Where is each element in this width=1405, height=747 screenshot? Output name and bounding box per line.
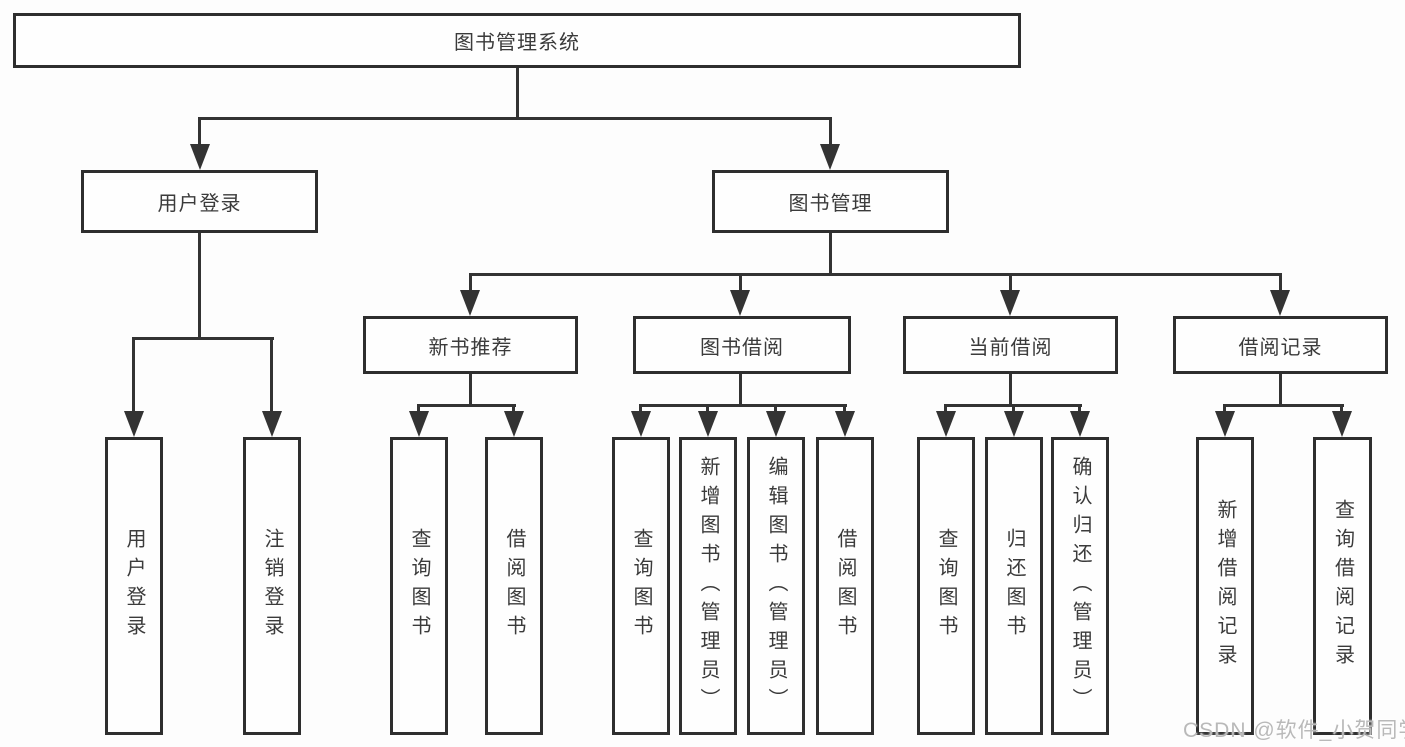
connector-line	[469, 273, 1282, 276]
arrow-down-icon	[766, 411, 786, 437]
node-label: 归还图书	[1003, 528, 1025, 644]
node-label: 图书借阅	[700, 336, 784, 359]
connector-line	[512, 404, 515, 412]
arrow-down-icon	[1332, 411, 1352, 437]
arrow-down-icon	[1004, 411, 1024, 437]
node-label: 新增图书（管理员）	[697, 455, 719, 717]
connector-line	[706, 404, 709, 412]
node-label: 查询图书	[408, 528, 430, 644]
leaf-logout: 注销登录	[243, 437, 301, 735]
leaf-user-login: 用户登录	[105, 437, 163, 735]
connector-line	[843, 404, 846, 412]
connector-line	[132, 337, 274, 340]
node-label: 用户登录	[157, 193, 242, 215]
connector-line	[1009, 273, 1012, 291]
connector-line	[198, 233, 201, 337]
csdn-watermark: CSDN @软件_小贺同学	[1183, 719, 1405, 742]
connector-line	[944, 404, 947, 412]
leaf-borrow-edit-book-admin: 编辑图书（管理员）	[747, 437, 805, 735]
node-label: 新书推荐	[428, 336, 513, 359]
connector-line	[739, 374, 742, 405]
connector-line	[1224, 404, 1344, 407]
connector-line	[739, 273, 742, 291]
connector-line	[639, 404, 642, 412]
connector-line	[774, 404, 777, 412]
connector-line	[829, 233, 832, 275]
arrow-down-icon	[698, 411, 718, 437]
node-label: 借阅图书	[503, 528, 525, 644]
arrow-down-icon	[820, 144, 840, 170]
node-label: 查询借阅记录	[1331, 499, 1354, 673]
connector-line	[132, 337, 135, 411]
node-new-book-recommend: 新书推荐	[363, 316, 578, 374]
connector-line	[198, 117, 201, 145]
connector-line	[469, 374, 472, 405]
connector-line	[1009, 374, 1012, 405]
leaf-current-confirm-return-admin: 确认归还（管理员）	[1051, 437, 1109, 735]
node-book-management: 图书管理	[712, 170, 949, 233]
node-user-login: 用户登录	[81, 170, 318, 233]
connector-line	[1078, 404, 1081, 412]
connector-line	[516, 68, 519, 118]
node-book-borrow: 图书借阅	[633, 316, 851, 374]
connector-line	[640, 404, 847, 407]
connector-line	[1279, 273, 1282, 291]
node-label: 编辑图书（管理员）	[765, 455, 787, 717]
arrow-down-icon	[835, 411, 855, 437]
arrow-down-icon	[1270, 290, 1290, 316]
leaf-recommend-query-book: 查询图书	[390, 437, 448, 735]
node-label: 借阅图书	[834, 528, 856, 644]
node-borrow-records: 借阅记录	[1173, 316, 1388, 374]
arrow-down-icon	[1070, 411, 1090, 437]
arrow-down-icon	[409, 411, 429, 437]
arrow-down-icon	[1215, 411, 1235, 437]
leaf-borrow-borrow-book: 借阅图书	[816, 437, 874, 735]
arrow-down-icon	[190, 144, 210, 170]
connector-line	[270, 337, 273, 411]
arrow-down-icon	[504, 411, 524, 437]
arrow-down-icon	[1000, 290, 1020, 316]
node-label: 借阅记录	[1238, 336, 1323, 359]
leaf-current-query-book: 查询图书	[917, 437, 975, 735]
node-label: 用户登录	[123, 528, 145, 644]
arrow-down-icon	[262, 411, 282, 437]
node-library-system: 图书管理系统	[13, 13, 1021, 68]
connector-line	[417, 404, 420, 412]
leaf-borrow-query-book: 查询图书	[612, 437, 670, 735]
arrow-down-icon	[730, 290, 750, 316]
node-label: 图书管理	[788, 193, 873, 215]
leaf-current-return-book: 归还图书	[985, 437, 1043, 735]
connector-line	[198, 117, 832, 120]
arrow-down-icon	[460, 290, 480, 316]
leaf-recommend-borrow-book: 借阅图书	[485, 437, 543, 735]
arrow-down-icon	[631, 411, 651, 437]
arrow-down-icon	[936, 411, 956, 437]
node-label: 当前借阅	[968, 336, 1053, 359]
leaf-records-add-record: 新增借阅记录	[1196, 437, 1254, 735]
connector-line	[1340, 404, 1343, 412]
node-label: 注销登录	[261, 528, 283, 644]
arrow-down-icon	[124, 411, 144, 437]
connector-line	[1012, 404, 1015, 412]
node-label: 确认归还（管理员）	[1069, 455, 1091, 717]
leaf-records-query-record: 查询借阅记录	[1313, 437, 1372, 735]
connector-line	[418, 404, 516, 407]
connector-line	[1223, 404, 1226, 412]
node-label: 查询图书	[935, 528, 957, 644]
node-label: 查询图书	[630, 528, 652, 644]
leaf-borrow-add-book-admin: 新增图书（管理员）	[679, 437, 737, 735]
connector-line	[829, 117, 832, 145]
node-label: 图书管理系统	[454, 32, 580, 54]
node-label: 新增借阅记录	[1214, 499, 1236, 673]
connector-line	[469, 273, 472, 291]
node-current-borrow: 当前借阅	[903, 316, 1118, 374]
connector-line	[1279, 374, 1282, 405]
